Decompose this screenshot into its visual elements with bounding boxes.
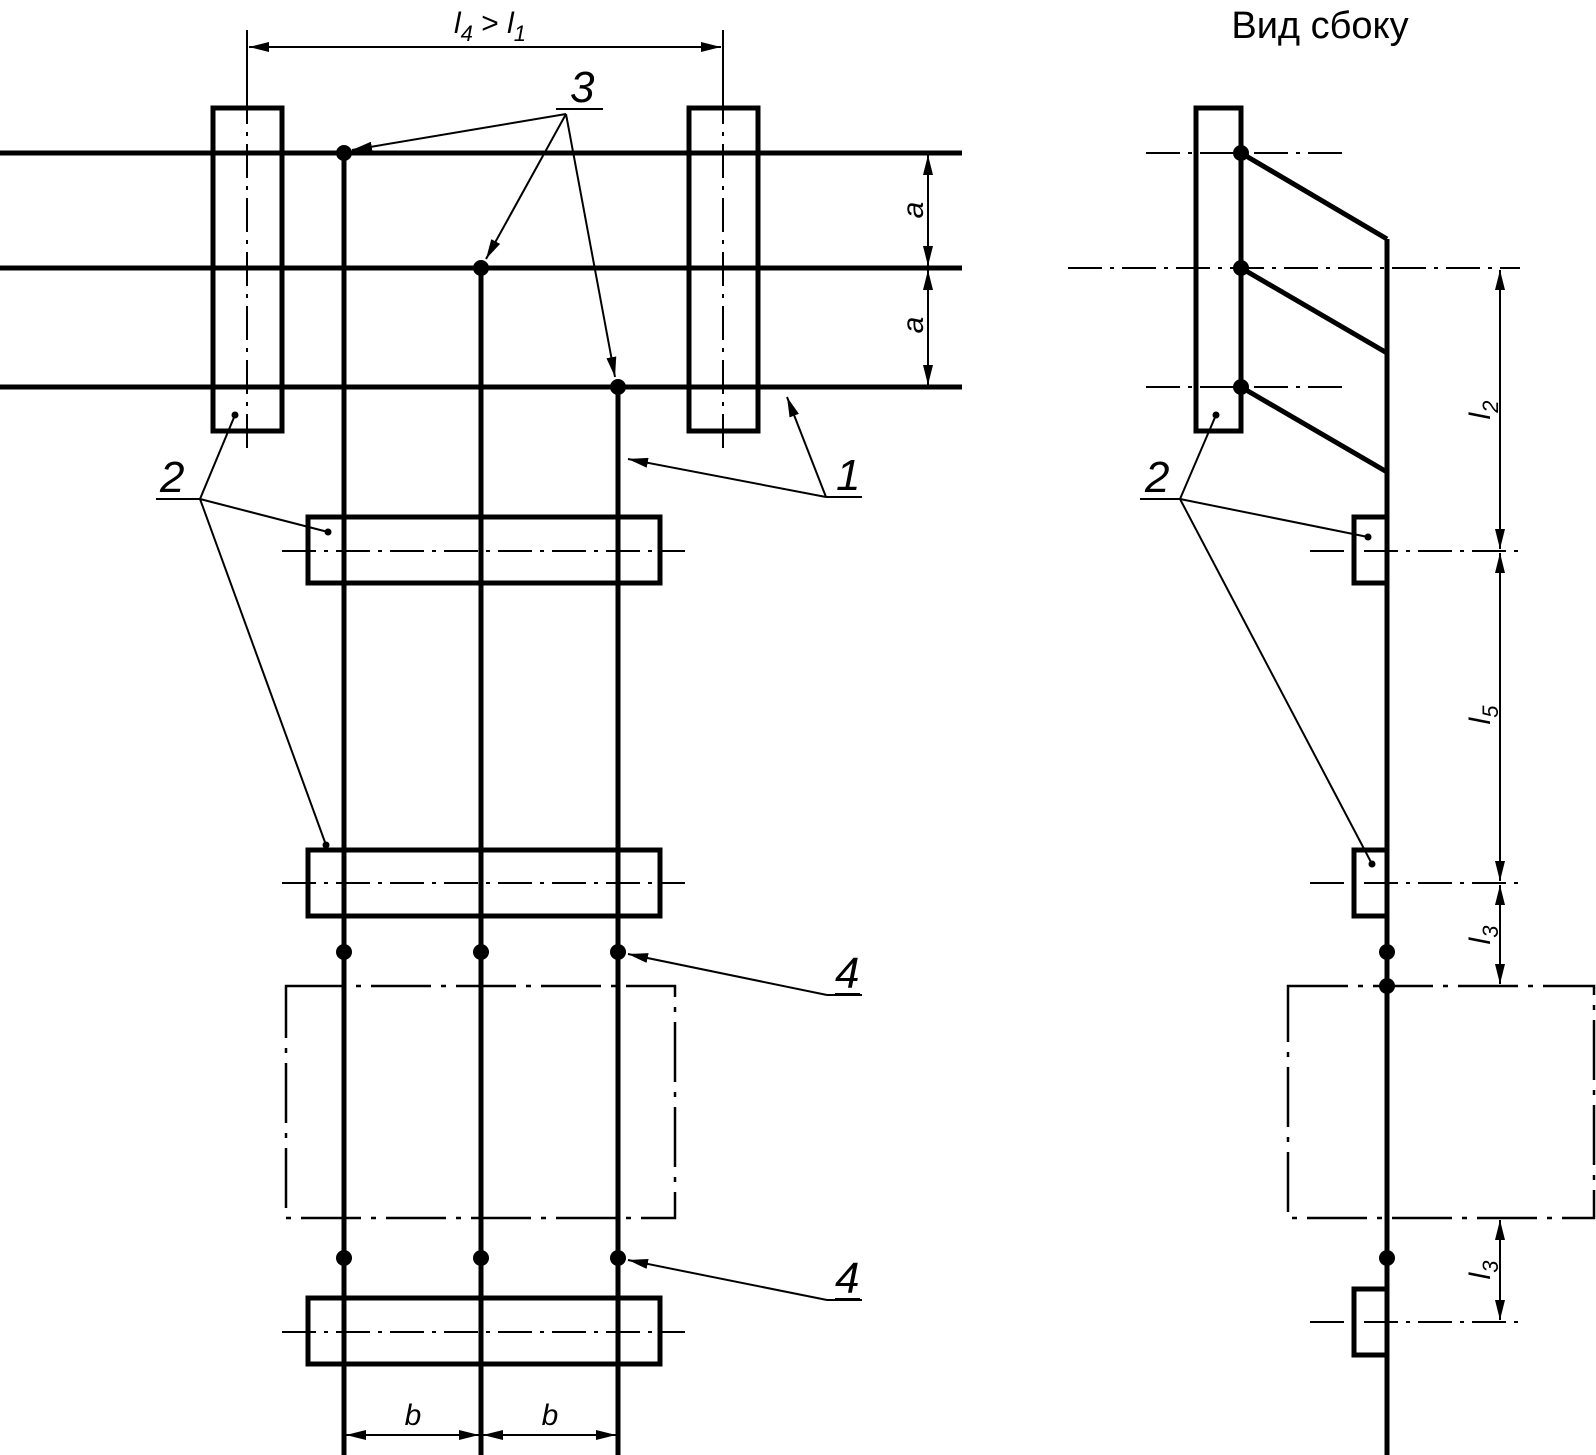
callout-2-leader-upper-support [199,498,329,533]
side-support-lower [1351,1286,1390,1358]
callout-2-side-point-c [1368,860,1376,868]
callout-3-leader-bottom [565,113,617,378]
side-terminal-below [1379,1250,1395,1266]
callout-2-leader-side-middle [1179,498,1373,865]
callout-3-leader-top [351,113,567,152]
support-span-label: l5 [1464,705,1503,725]
callout-2-point-a [231,411,239,419]
callout-2-label-side: 2 [1144,453,1169,502]
callout-3-label: 3 [570,63,595,112]
phase-step-label-left: b [405,1399,422,1432]
device-terminal-upper-middle [473,944,489,960]
callout-1-label: 1 [836,451,860,500]
phase-gap-label-lower: a [897,317,930,334]
callout-2-side-point-a [1212,411,1220,419]
callout-1-leader-busbar [786,396,827,498]
phase-gap-label-upper: a [897,202,930,219]
side-view: Вид сбоку l2 [1068,5,1596,1455]
callout-2-label-front: 2 [159,453,184,502]
device-terminal-lower-left [336,1250,352,1266]
terminal-gap-label-lower: l3 [1464,1260,1503,1280]
device-terminal-lower-middle [473,1250,489,1266]
callout-2-side-point-b [1364,533,1372,541]
side-tap-point-middle [1233,260,1249,276]
callout-2-leader-side-insulator [1179,414,1217,500]
device-terminal-upper-left [336,944,352,960]
device-terminal-upper-right [610,944,626,960]
device-outline-side [1286,984,1596,1220]
callout-2-leader-busbar-insulator [199,414,236,500]
side-diagonal-middle [1239,265,1389,356]
phase-step-label-right: b [542,1399,559,1432]
vertical-span-label: l2 [1464,401,1503,420]
side-support-upper [1351,514,1390,586]
tap-point-top [336,145,352,161]
terminal-gap-label-upper: l3 [1464,925,1503,945]
side-tap-point-top [1233,145,1249,161]
callout-4-label-lower: 4 [835,1254,859,1303]
side-support-middle [1351,847,1390,919]
side-terminal-device-top [1379,978,1395,994]
device-terminal-lower-right [610,1250,626,1266]
callout-2-leader-side-upper [1179,498,1369,538]
tap-point-bottom [610,379,626,395]
device-outline-front [284,984,677,1220]
front-view: l4 > l1 a a b b 3 1 2 4 [0,7,962,1455]
side-view-title: Вид сбоку [1231,5,1408,47]
callout-3-leader-middle [485,113,567,260]
callout-1-leader-conductor [627,457,827,498]
side-tap-point-bottom [1233,379,1249,395]
side-diagonal-bottom [1239,384,1389,475]
callout-2-leader-middle-support [199,498,327,846]
callout-2-point-b [324,528,332,536]
side-diagonal-top [1239,150,1389,242]
callout-2-point-c [322,841,330,849]
callout-4-leader-upper [627,953,828,996]
callout-4-leader-lower [627,1259,828,1301]
side-terminal-above [1379,944,1395,960]
tap-point-middle [473,260,489,276]
callout-4-label-upper: 4 [835,949,859,998]
span-dimension-label: l4 > l1 [454,7,526,46]
